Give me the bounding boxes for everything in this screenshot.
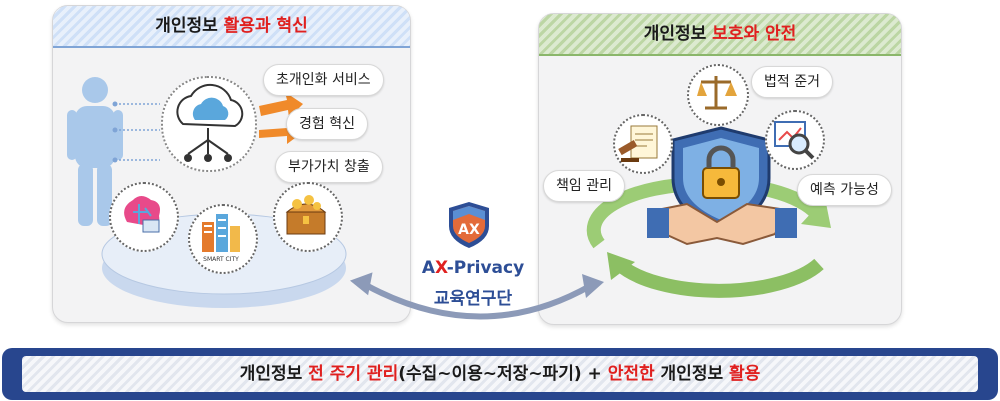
left-item-3: 부가가치 창출 xyxy=(275,151,383,183)
bottom-banner: 개인정보 전 주기 관리(수집~이용~저장~파기) + 안전한 개인정보 활용 xyxy=(2,348,998,400)
ai-brain-icon xyxy=(124,196,160,233)
banner-part6: 활용 xyxy=(729,364,761,384)
magnifier-chart-icon xyxy=(774,121,815,160)
right-panel: 개인정보 보호와 안전 법적 준거 책임 관리 xyxy=(538,13,902,325)
banner-part5: 개인정보 xyxy=(660,364,724,384)
ax-privacy-logo-icon xyxy=(449,202,489,248)
banner-part1: 개인정보 xyxy=(239,364,303,384)
left-panel-title: 개인정보 활용과 혁신 xyxy=(53,6,410,48)
scales-icon xyxy=(697,76,737,110)
left-title-red: 활용과 혁신 xyxy=(223,16,308,36)
handshake-icon xyxy=(647,202,797,246)
left-item-2: 경험 혁신 xyxy=(286,108,368,140)
logo-letters: AX xyxy=(458,222,480,238)
left-title-dark: 개인정보 xyxy=(155,16,218,36)
right-panel-title: 개인정보 보호와 안전 xyxy=(539,14,901,56)
right-item-1: 법적 준거 xyxy=(751,66,833,98)
certificate-gavel-icon xyxy=(618,125,658,162)
bidirectional-arrow-icon xyxy=(349,272,604,320)
banner-part3: (수집~이용~저장~파기) + xyxy=(398,364,602,384)
org-x: X xyxy=(434,258,447,278)
bottom-banner-text: 개인정보 전 주기 관리(수집~이용~저장~파기) + 안전한 개인정보 활용 xyxy=(22,356,978,392)
person-icon xyxy=(67,77,123,226)
org-name-line1: AX-Privacy xyxy=(398,258,548,278)
banner-part2: 전 주기 관리 xyxy=(308,364,399,384)
right-title-red: 보호와 안전 xyxy=(712,24,797,44)
org-name-line2: 교육연구단 xyxy=(433,289,513,309)
smart-city-icon xyxy=(202,214,240,252)
banner-part4: 안전한 xyxy=(607,364,655,384)
treasure-chest-icon xyxy=(285,195,327,235)
right-item-3: 예측 가능성 xyxy=(797,174,892,206)
smart-city-label: SMART CITY xyxy=(203,256,239,263)
left-panel: 개인정보 활용과 혁신 초개인화 서비스 경험 혁신 부가가치 창출 xyxy=(52,5,411,323)
org-prefix: A xyxy=(421,258,435,278)
org-suffix: -Privacy xyxy=(446,258,525,278)
left-item-1: 초개인화 서비스 xyxy=(263,64,384,96)
person-connectors-icon xyxy=(112,101,160,163)
right-title-dark: 개인정보 xyxy=(643,24,707,44)
right-item-2: 책임 관리 xyxy=(543,170,625,202)
cloud-network-icon xyxy=(176,83,244,162)
